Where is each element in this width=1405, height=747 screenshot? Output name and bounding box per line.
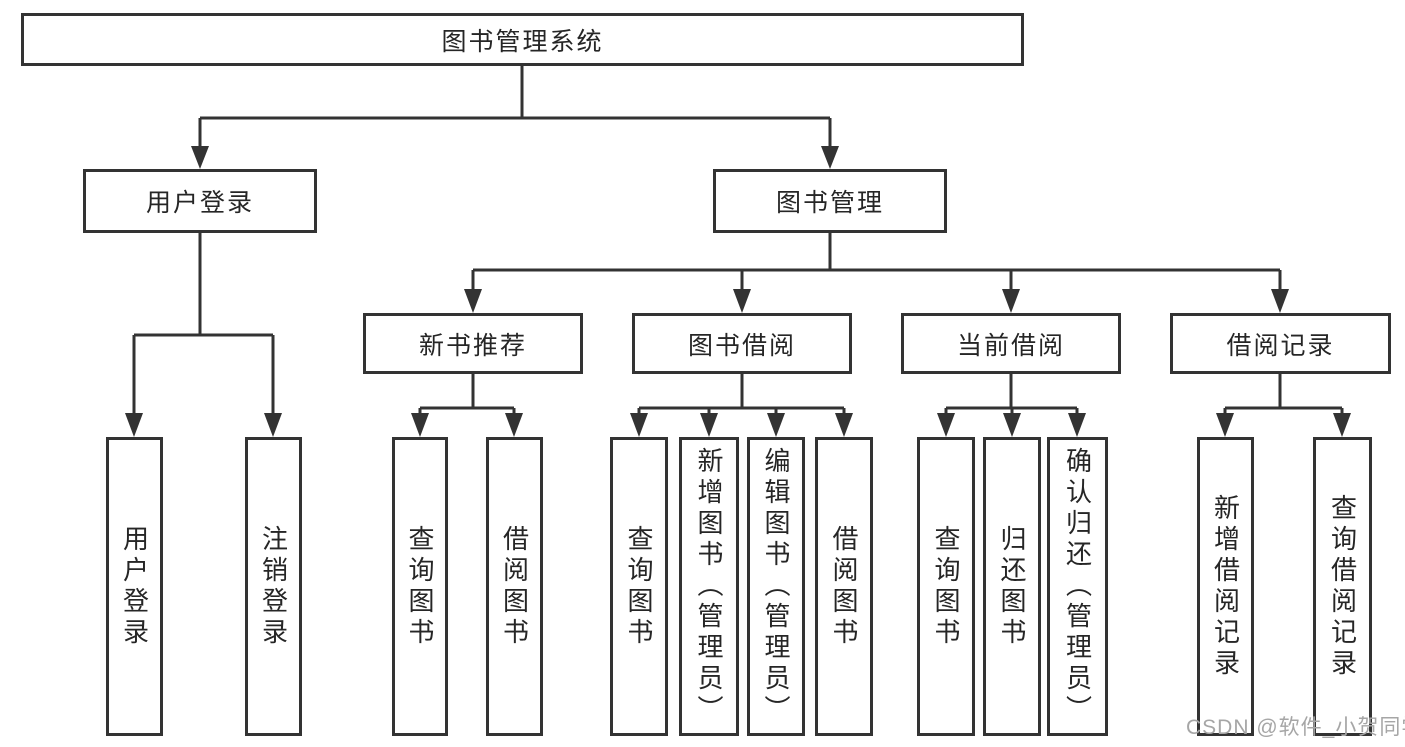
leaf-cb-return-books: 归还图书 [983,437,1041,736]
leaf-nb-query-books: 查询图书 [392,437,448,736]
watermark-text: CSDN @软件_小贺同学 [1186,716,1405,739]
connector-borrow-records-to-leaves [1216,374,1351,437]
leaf-bb-edit-books-admin: 编辑图书（管理员） [747,437,805,736]
leaf-bb-query-books: 查询图书 [610,437,668,736]
node-borrow-records: 借阅记录 [1170,313,1391,374]
leaf-nb-query-books-label: 查询图书 [405,524,435,649]
leaf-cb-query-books: 查询图书 [917,437,975,736]
leaf-cb-return-books-label: 归还图书 [997,524,1027,649]
leaf-br-add-record-label: 新增借阅记录 [1210,493,1241,680]
leaf-cb-confirm-return-admin-label: 确认归还（管理员） [1062,447,1093,726]
leaf-br-query-record: 查询借阅记录 [1313,437,1372,736]
node-book-borrow: 图书借阅 [632,313,852,374]
leaf-bb-borrow-books: 借阅图书 [815,437,873,736]
connector-book-borrow-to-leaves [630,374,853,437]
connector-root-to-level2 [191,66,839,169]
connector-current-borrow-to-leaves [937,374,1086,437]
leaf-user-login-label: 用户登录 [119,524,150,649]
node-book-management: 图书管理 [713,169,947,233]
connector-user-login-to-leaves [125,233,282,437]
leaf-logout-label: 注销登录 [258,524,289,649]
node-root-system: 图书管理系统 [21,13,1024,66]
leaf-cb-query-books-label: 查询图书 [931,524,961,649]
connector-book-mgmt-to-level3 [464,233,1289,313]
leaf-cb-confirm-return-admin: 确认归还（管理员） [1047,437,1108,736]
node-current-borrow: 当前借阅 [901,313,1121,374]
leaf-br-add-record: 新增借阅记录 [1197,437,1254,736]
leaf-br-query-record-label: 查询借阅记录 [1327,493,1358,680]
leaf-nb-borrow-books-label: 借阅图书 [499,524,530,649]
leaf-bb-add-books-admin-label: 新增图书（管理员） [694,447,724,726]
leaf-bb-add-books-admin: 新增图书（管理员） [679,437,739,736]
leaf-logout: 注销登录 [245,437,302,736]
leaf-bb-edit-books-admin-label: 编辑图书（管理员） [761,447,791,726]
node-user-login: 用户登录 [83,169,317,233]
leaf-bb-borrow-books-label: 借阅图书 [829,524,859,649]
connector-new-books-to-leaves [411,374,523,437]
node-new-book-recommend: 新书推荐 [363,313,583,374]
leaf-nb-borrow-books: 借阅图书 [486,437,543,736]
leaf-bb-query-books-label: 查询图书 [624,524,654,649]
leaf-user-login: 用户登录 [106,437,163,736]
